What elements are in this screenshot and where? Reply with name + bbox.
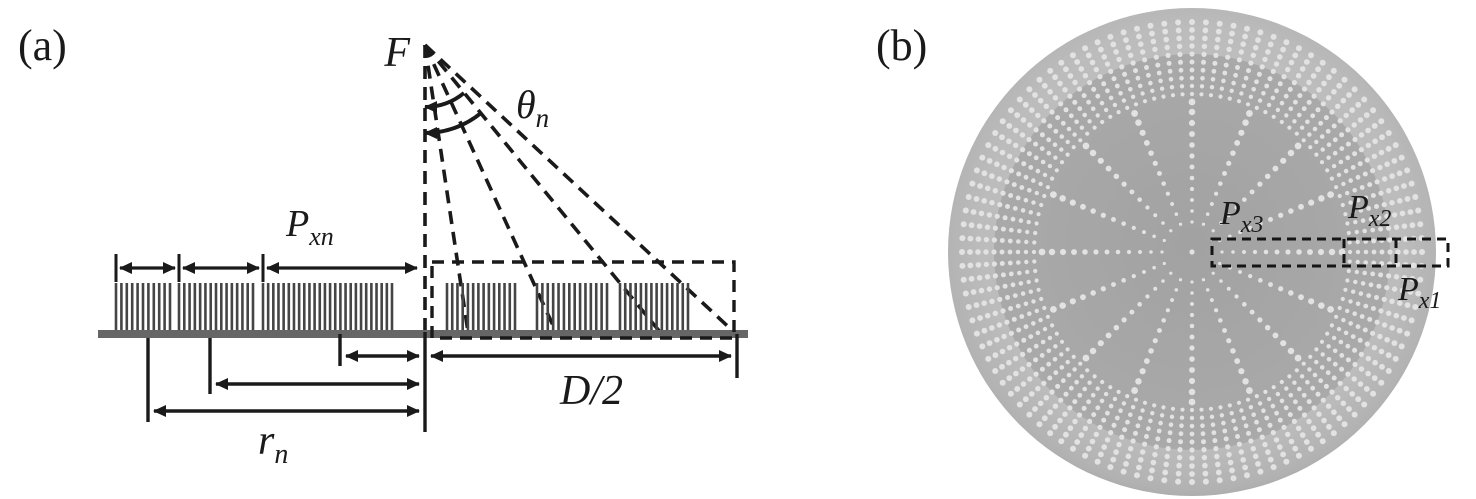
- angle-arc: [424, 111, 483, 140]
- pitch3-label: Px3: [1219, 195, 1263, 238]
- nanopillar-dots: [959, 19, 1425, 485]
- unit-cell-dashed-box: [430, 260, 736, 340]
- pitch2-label: Px2: [1347, 189, 1391, 232]
- focal-ray-line: [423, 44, 470, 333]
- focal-construction: [423, 43, 736, 338]
- dimension-lines: [146, 332, 739, 432]
- angle-label: θn: [516, 82, 549, 133]
- half-diameter-label: D/2: [559, 368, 623, 414]
- pitch-label: Pxn: [285, 203, 334, 251]
- panel-b: (b) Px3 Px2 Px1: [876, 8, 1450, 496]
- grating-groups-right: [445, 283, 690, 330]
- panel-b-label: (b): [876, 21, 927, 70]
- panel-a: (a) F θn Pxn: [18, 21, 748, 470]
- radius-label: rn: [258, 418, 288, 470]
- panel-a-label: (a): [18, 21, 67, 70]
- pitch-dashed-box: [1210, 237, 1450, 268]
- grating-groups-left: [114, 283, 394, 330]
- pitch-inspection-box: [1210, 237, 1450, 268]
- angle-arc: [424, 91, 466, 113]
- focal-ray-line: [423, 43, 736, 334]
- focal-ray-line: [423, 44, 558, 333]
- focal-point-label: F: [383, 30, 410, 76]
- pitch-arrows: [114, 254, 418, 282]
- pitch1-label: Px1: [1397, 271, 1441, 314]
- substrate-bar: [98, 330, 748, 338]
